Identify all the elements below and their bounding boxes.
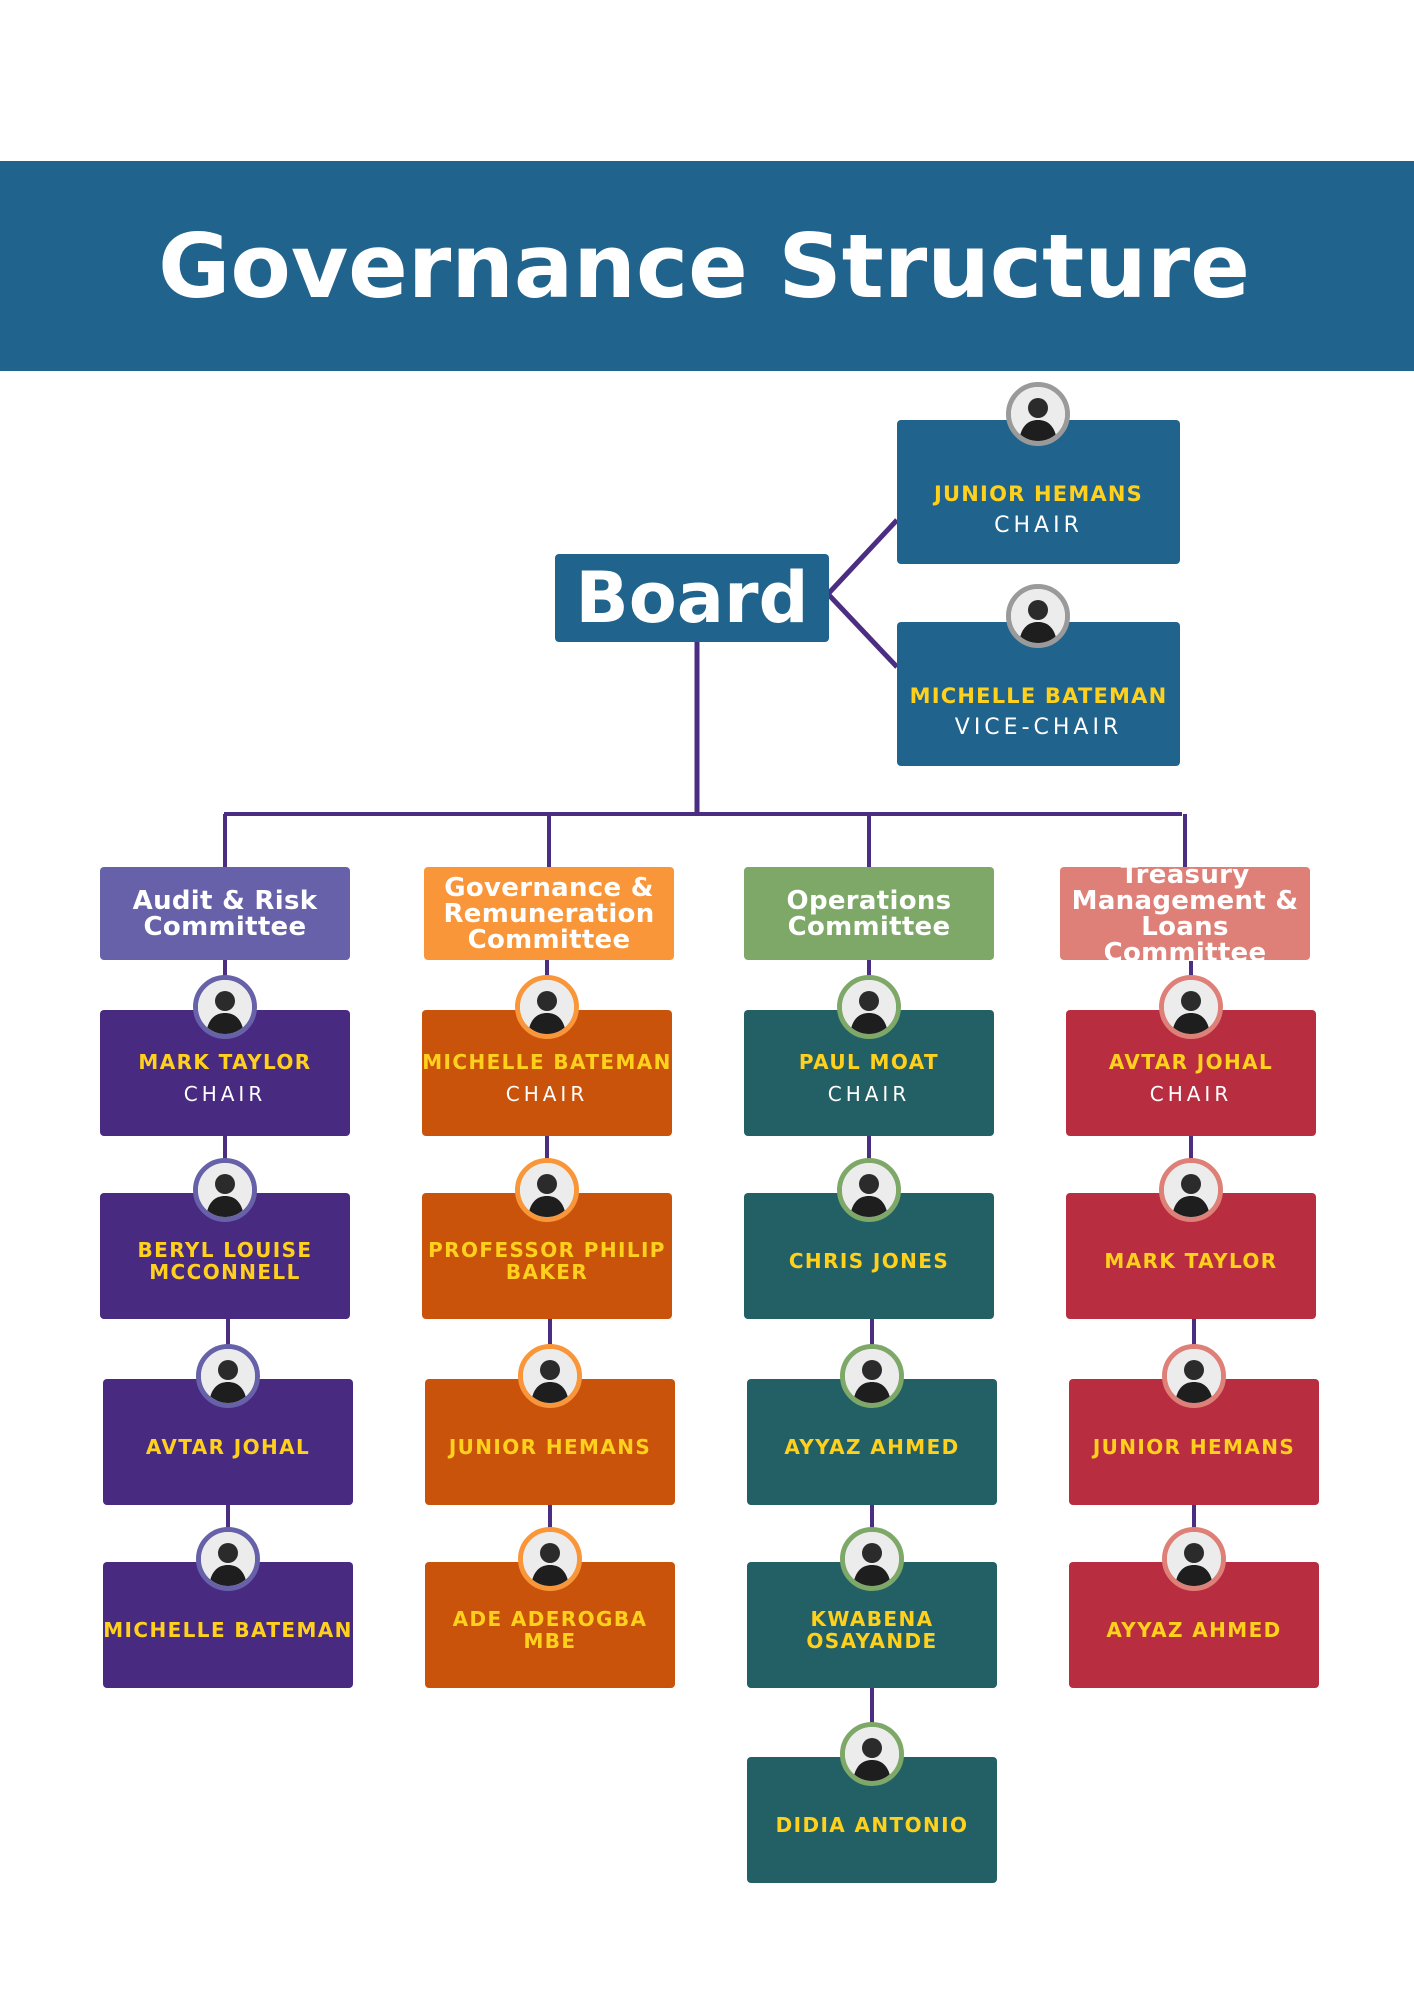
portrait-silhouette — [523, 1532, 577, 1586]
portrait-silhouette — [198, 980, 252, 1034]
board-vice-chair-role: VICE-CHAIR — [954, 715, 1123, 740]
avatar-audit-member — [196, 1344, 260, 1408]
portrait-silhouette — [1167, 1532, 1221, 1586]
board-chair-role: CHAIR — [994, 513, 1083, 538]
committee-header-governance: Governance & Remuneration Committee — [424, 867, 674, 960]
portrait-silhouette — [520, 1163, 574, 1217]
member-name: CHRIS JONES — [788, 1249, 950, 1273]
member-name: KWABENA OSAYANDE — [806, 1607, 938, 1653]
avatar-board-chair — [1006, 382, 1070, 446]
member-name: ADE ADEROGBA MBE — [452, 1607, 648, 1653]
avatar-treasury-member — [1162, 1344, 1226, 1408]
member-role: CHAIR — [505, 1081, 589, 1106]
committee-header-audit: Audit & Risk Committee — [100, 867, 350, 960]
member-name: PAUL MOAT — [798, 1049, 940, 1074]
portrait-silhouette — [845, 1349, 899, 1403]
portrait-silhouette — [842, 980, 896, 1034]
portrait-silhouette — [845, 1532, 899, 1586]
portrait-silhouette — [842, 1163, 896, 1217]
avatar-board-vice-chair — [1006, 584, 1070, 648]
portrait-silhouette — [201, 1532, 255, 1586]
portrait-silhouette — [1011, 589, 1065, 643]
avatar-treasury-member — [1159, 975, 1223, 1039]
member-name: MARK TAYLOR — [1104, 1249, 1278, 1273]
title-banner: Governance Structure — [0, 161, 1414, 371]
portrait-silhouette — [1011, 387, 1065, 441]
avatar-audit-member — [193, 1158, 257, 1222]
page-title: Governance Structure — [158, 214, 1250, 318]
avatar-governance-member — [518, 1527, 582, 1591]
member-name: MARK TAYLOR — [138, 1049, 312, 1074]
member-name: PROFESSOR PHILIP BAKER — [428, 1238, 666, 1284]
avatar-treasury-member — [1162, 1527, 1226, 1591]
avatar-governance-member — [518, 1344, 582, 1408]
member-role: CHAIR — [827, 1081, 911, 1106]
portrait-silhouette — [520, 980, 574, 1034]
avatar-audit-member — [196, 1527, 260, 1591]
portrait-silhouette — [201, 1349, 255, 1403]
member-name: JUNIOR HEMANS — [1092, 1435, 1296, 1459]
connector-line — [826, 518, 899, 596]
member-name: JUNIOR HEMANS — [448, 1435, 652, 1459]
member-card-treasury: AVTAR JOHAL CHAIR — [1066, 1010, 1316, 1136]
portrait-silhouette — [1164, 980, 1218, 1034]
member-name: AVTAR JOHAL — [145, 1435, 311, 1459]
member-name: BERYL LOUISE MCCONNELL — [137, 1238, 313, 1284]
board-vice-chair-name: MICHELLE BATEMAN — [909, 684, 1168, 708]
member-name: AVTAR JOHAL — [1108, 1049, 1274, 1074]
avatar-operations-member — [840, 1722, 904, 1786]
member-name: AYYAZ AHMED — [784, 1435, 960, 1459]
board-box: Board — [555, 554, 829, 642]
member-name: MICHELLE BATEMAN — [103, 1618, 353, 1642]
avatar-operations-member — [837, 975, 901, 1039]
committee-header-operations: Operations Committee — [744, 867, 994, 960]
committee-header-treasury: Treasury Management & Loans Committee — [1060, 862, 1310, 966]
avatar-operations-member — [840, 1344, 904, 1408]
connector-line — [826, 592, 899, 669]
board-chair-name: JUNIOR HEMANS — [934, 482, 1143, 506]
avatar-treasury-member — [1159, 1158, 1223, 1222]
avatar-governance-member — [515, 975, 579, 1039]
portrait-silhouette — [845, 1727, 899, 1781]
portrait-silhouette — [1167, 1349, 1221, 1403]
member-role: CHAIR — [183, 1081, 267, 1106]
portrait-silhouette — [523, 1349, 577, 1403]
member-name: DIDIA ANTONIO — [775, 1813, 969, 1837]
portrait-silhouette — [198, 1163, 252, 1217]
avatar-governance-member — [515, 1158, 579, 1222]
avatar-operations-member — [837, 1158, 901, 1222]
board-vice-chair-card: MICHELLE BATEMAN VICE-CHAIR — [897, 622, 1180, 766]
member-name: MICHELLE BATEMAN — [422, 1049, 672, 1074]
portrait-silhouette — [1164, 1163, 1218, 1217]
board-label: Board — [575, 557, 809, 639]
member-role: CHAIR — [1149, 1081, 1233, 1106]
avatar-operations-member — [840, 1527, 904, 1591]
member-name: AYYAZ AHMED — [1106, 1618, 1282, 1642]
avatar-audit-member — [193, 975, 257, 1039]
